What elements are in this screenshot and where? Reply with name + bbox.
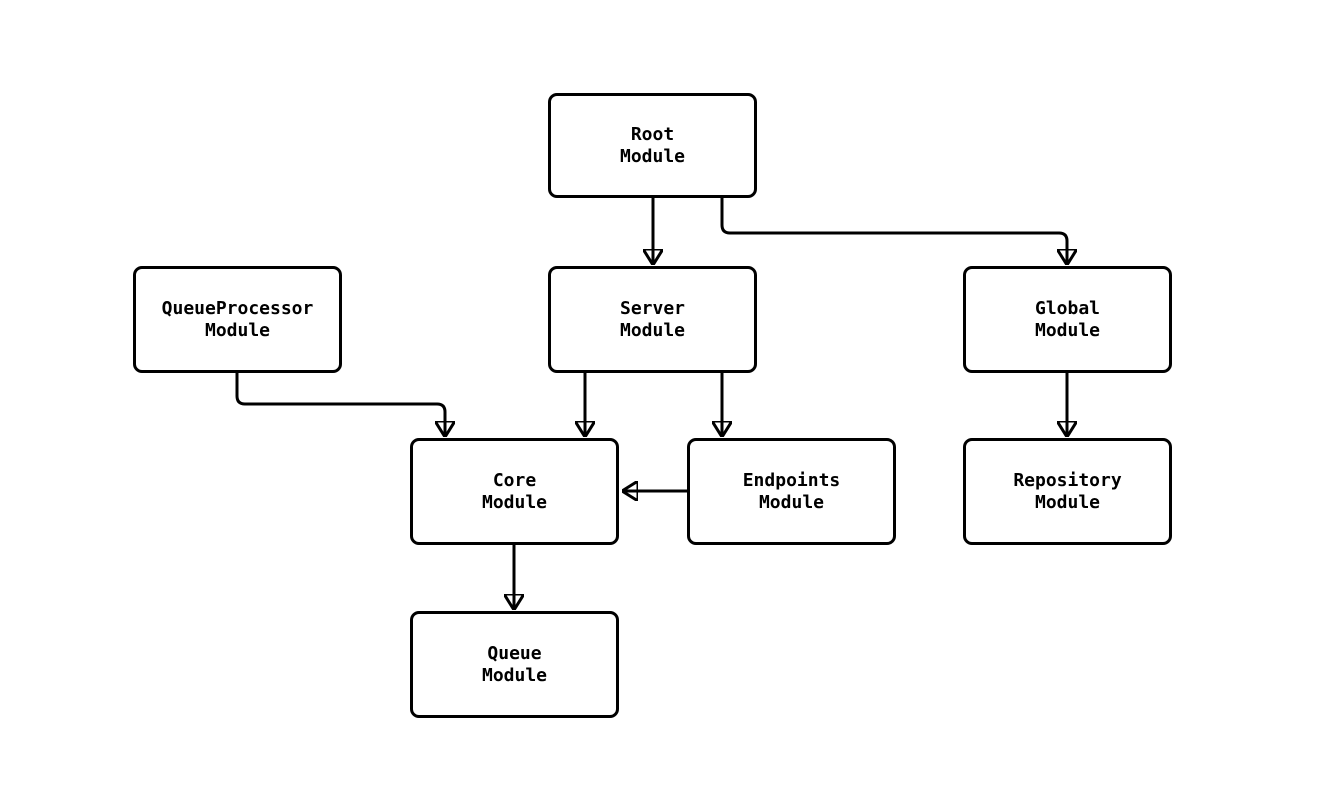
node-server-module: Server Module bbox=[548, 266, 757, 373]
node-queue-module: Queue Module bbox=[410, 611, 619, 718]
node-endpoints-module: Endpoints Module bbox=[687, 438, 896, 545]
node-queue-module-label: Queue Module bbox=[481, 642, 548, 686]
node-repository-module-label: Repository Module bbox=[1013, 469, 1122, 513]
node-core-module: Core Module bbox=[410, 438, 619, 545]
node-core-module-label: Core Module bbox=[481, 469, 548, 513]
edge-queueprocessor-to-core bbox=[235, 372, 445, 435]
node-global-module: Global Module bbox=[963, 266, 1172, 373]
node-repository-module: Repository Module bbox=[963, 438, 1172, 545]
edge-root-to-global bbox=[720, 198, 1067, 263]
node-global-module-label: Global Module bbox=[1034, 297, 1101, 341]
node-root-module-label: Root Module bbox=[619, 123, 686, 167]
node-endpoints-module-label: Endpoints Module bbox=[742, 469, 841, 513]
node-root-module: Root Module bbox=[548, 93, 757, 198]
node-queueprocessor-module-label: QueueProcessor Module bbox=[161, 297, 314, 341]
node-queueprocessor-module: QueueProcessor Module bbox=[133, 266, 342, 373]
node-server-module-label: Server Module bbox=[619, 297, 686, 341]
